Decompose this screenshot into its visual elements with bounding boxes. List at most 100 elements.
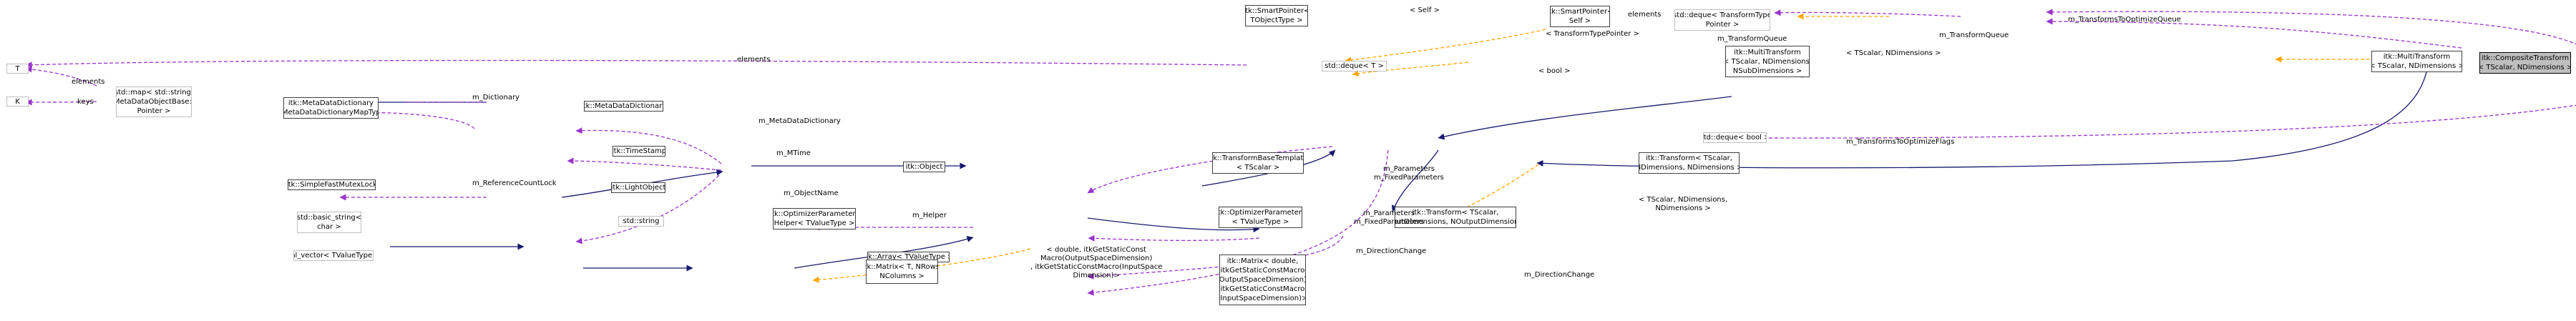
edge-label-line-1: m_DirectionChange — [1524, 271, 1595, 279]
edge-label-line-1: m_ObjectName — [784, 189, 839, 197]
node-k[interactable]: K — [6, 97, 29, 107]
node-transform-in-out[interactable]: itk::Transform< TScalar,NInputDimensions… — [1395, 207, 1516, 228]
edge-label-line-1: elements — [737, 56, 771, 64]
node-label-line-3: (OutputSpaceDimension), — [1219, 276, 1306, 284]
node-label-line-1: itk::Array< TValueType > — [867, 253, 950, 261]
edge-label-line-1: m_MTime — [776, 149, 811, 157]
node-label-line-2: < TScalar, NDimensions, — [1725, 57, 1810, 66]
edge-matrix-d-to-transform-in-out — [1087, 235, 1344, 280]
label-transforms-to-optimize-flags: m_TransformsToOptimizeFlags — [1846, 138, 1954, 147]
edge-label-line-4: Dimension)> — [1073, 272, 1120, 280]
edge-label-line-1: keys — [77, 98, 94, 106]
node-deque-t[interactable]: std::deque< T > — [1322, 61, 1387, 71]
label-self: < Self > — [1410, 6, 1440, 15]
node-label-line-1: itk::Object — [905, 163, 943, 171]
label-elements-deque-t: elements — [737, 56, 770, 64]
node-multi-transform[interactable]: itk::MultiTransform< TScalar, NDimension… — [2371, 51, 2462, 72]
node-transform-base-template[interactable]: itk::TransformBaseTemplate< TScalar > — [1212, 152, 1304, 174]
edge-deque-t-to-deque-tp — [1345, 29, 1546, 64]
edge-label-line-1: m_TransformsToOptimizeQueue — [2068, 16, 2181, 24]
node-mdd-maptype[interactable]: itk::MetaDataDictionary::MetaDataDiction… — [283, 97, 379, 119]
edge-transform-in-out-to-opt-params — [1088, 234, 1260, 242]
edge-label-line-1: < bool > — [1538, 67, 1571, 75]
edge-label-line-2: NDimensions > — [1655, 204, 1711, 212]
node-label-line-1: itk::Transform< TScalar, — [1412, 209, 1499, 217]
node-timestamp[interactable]: itk::TimeStamp — [613, 146, 665, 157]
node-label-line-2: Helper< TValueType > — [774, 219, 855, 227]
label-dictionary: m_Dictionary — [472, 94, 519, 102]
node-matrix-t[interactable]: itk::Matrix< T, NRows,NColumns > — [866, 260, 938, 284]
edge-object-to-mdd — [575, 127, 722, 164]
node-object[interactable]: itk::Object — [903, 162, 945, 172]
edge-label-line-2: m_FixedParameters — [1374, 174, 1444, 182]
edge-mdd-to-dictionary — [346, 112, 475, 129]
node-label-line-1: itk::TimeStamp — [613, 147, 665, 155]
node-label-line-1: std::map< std::string, — [116, 89, 192, 97]
node-label-line-2: NInputDimensions, NOutputDimensions > — [1395, 218, 1516, 226]
node-label-line-1: itk::MultiTransform — [1734, 48, 1801, 56]
edge-label-line-1: m_Helper — [912, 212, 947, 219]
edge-label-line-1: m_DirectionChange — [1356, 247, 1427, 255]
edge-label-line-1: m_ReferenceCountLock — [472, 179, 557, 187]
node-vnl-vector[interactable]: vnl_vector< TValueType > — [293, 250, 374, 261]
node-label-line-2: Self > — [1568, 17, 1591, 25]
node-deque-bool[interactable]: std::deque< bool > — [1703, 132, 1767, 143]
node-label-line-2: ::MetaDataDictionaryMapType — [284, 109, 378, 117]
node-label-line-1: std::deque< TransformType — [1674, 11, 1770, 19]
node-std-string[interactable]: std::string — [618, 216, 664, 227]
node-basic-string[interactable]: std::basic_string<char > — [297, 212, 361, 233]
node-label-line-1: itk::SmartPointer< — [1245, 7, 1308, 15]
node-label-line-1: itk::OptimizerParameters — [1219, 209, 1302, 217]
node-lightobject[interactable]: itk::LightObject — [611, 182, 665, 193]
label-transform-queue-upper: m_TransformQueue — [1939, 31, 2009, 40]
node-multi-transform-sub[interactable]: itk::MultiTransform< TScalar, NDimension… — [1725, 46, 1810, 77]
node-label-line-1: itk::Matrix< double, — [1226, 257, 1299, 265]
node-composite-transform[interactable]: itk::CompositeTransform< TScalar, NDimen… — [2479, 52, 2571, 74]
edge-label-line-1: elements — [72, 78, 105, 86]
edge-deque-tp-to-multi — [2046, 18, 2462, 49]
edge-label-line-1: m_Parameters — [1362, 209, 1415, 217]
node-label-line-1: T — [15, 64, 20, 73]
node-label-line-1: itk::LightObject — [611, 184, 665, 192]
edge-multi-sub-to-transform-nd — [1438, 96, 1732, 140]
node-label-line-2: char > — [317, 223, 341, 231]
node-label-line-2: NDimensions, NDimensions > — [1639, 164, 1740, 172]
label-reference-count-lock: m_ReferenceCountLock — [472, 179, 557, 188]
node-label-line-1: itk::Matrix< T, NRows, — [866, 263, 938, 271]
node-label-line-1: std::deque< T > — [1324, 62, 1384, 70]
label-transforms-to-optimize-queue: m_TransformsToOptimizeQueue — [2068, 16, 2181, 24]
node-label-line-1: K — [15, 97, 20, 106]
label-elements-map: elements — [72, 78, 104, 87]
node-metadatadictionary[interactable]: itk::MetaDataDictionary — [584, 101, 663, 112]
node-smartpointer-self[interactable]: itk::SmartPointer<Self > — [1550, 6, 1610, 27]
label-tscalar-ndim-ndim: < TScalar, NDimensions,NDimensions > — [1639, 196, 1727, 213]
node-label-line-5: (InputSpaceDimension)> — [1219, 295, 1306, 302]
node-label-line-4: itkGetStaticConstMacro — [1220, 285, 1305, 293]
edge-label-line-2: Macro(OutputSpaceDimension) — [1040, 255, 1153, 262]
edge-t-to-map — [25, 66, 97, 87]
node-label-line-1: std::deque< bool > — [1703, 134, 1767, 142]
node-label-line-1: itk::MetaDataDictionary — [584, 102, 663, 110]
node-simplefastmutexlock[interactable]: itk::SimpleFastMutexLock — [288, 179, 376, 190]
node-std-map[interactable]: std::map< std::string,MetaDataObjectBase… — [116, 87, 192, 117]
node-label-line-2: NColumns > — [879, 272, 924, 280]
node-label-line-1: itk::MultiTransform — [2383, 53, 2451, 61]
node-matrix-double[interactable]: itk::Matrix< double,itkGetStaticConstMac… — [1219, 255, 1306, 305]
label-elements-deque-tp: elements — [1628, 11, 1661, 19]
edge-deque-tp-to-composite — [2046, 9, 2576, 45]
node-t[interactable]: T — [6, 64, 29, 74]
node-smartpointer-tobjecttype[interactable]: itk::SmartPointer<TObjectType > — [1245, 5, 1308, 26]
edge-smart-self-to-deque-tp — [1774, 9, 1961, 17]
edge-label-line-1: < Self > — [1410, 6, 1440, 14]
node-transform-ndim[interactable]: itk::Transform< TScalar,NDimensions, NDi… — [1639, 152, 1740, 174]
edge-matrix-d-to-transform-nd — [1087, 149, 1389, 296]
node-optimizer-params[interactable]: itk::OptimizerParameters< TValueType > — [1219, 207, 1302, 228]
node-label-line-1: itk::CompositeTransform — [2481, 54, 2570, 62]
edge-label-line-1: m_TransformQueue — [1939, 31, 2009, 39]
node-label-line-2: MetaDataObjectBase:: — [116, 98, 192, 106]
node-label-line-1: itk::OptimizerParameters — [773, 210, 856, 218]
